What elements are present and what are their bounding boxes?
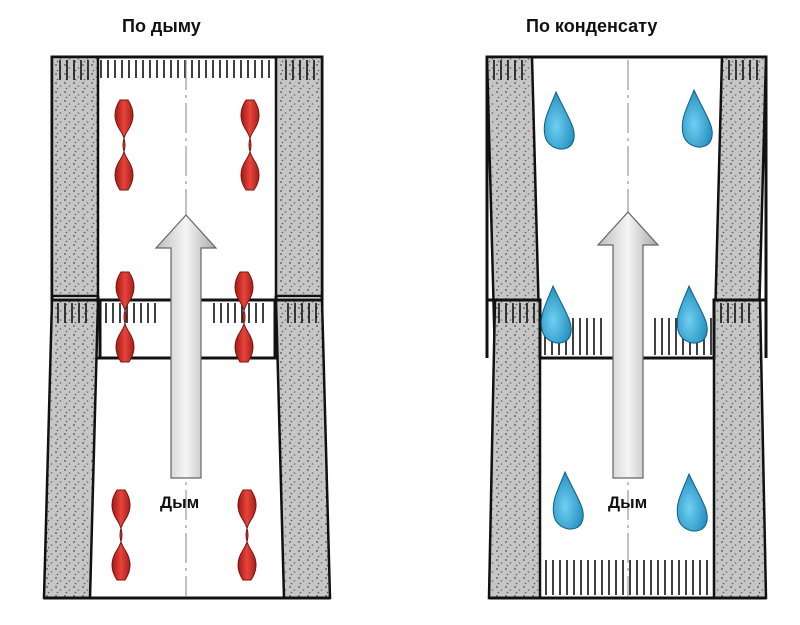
insulation-hatch-bottom xyxy=(545,560,708,595)
smoke-flow-arrow xyxy=(596,211,660,479)
lower-right-wall xyxy=(712,298,768,600)
upper-right-wall xyxy=(274,55,324,298)
water-drop-icon xyxy=(552,470,584,530)
water-drop-icon xyxy=(540,284,572,344)
insulation-hatch-joint xyxy=(57,303,317,323)
insulation-hatch-top xyxy=(493,60,758,80)
water-drop-icon xyxy=(543,90,575,150)
heat-wave-icons xyxy=(111,99,260,581)
insulation-hatch-top xyxy=(59,60,315,80)
upper-left-wall xyxy=(50,55,100,298)
water-drop-icon xyxy=(676,284,708,344)
heat-wave-icon xyxy=(240,99,260,191)
water-drop-icon xyxy=(681,88,713,148)
water-drop-icons xyxy=(540,88,713,532)
diagram-condensate: Дым xyxy=(485,55,768,600)
lower-left-wall xyxy=(487,298,542,600)
diagram-smoke: Дым xyxy=(42,55,332,600)
diagram-title-smoke: По дыму xyxy=(122,16,201,36)
lower-right-wall xyxy=(274,298,332,600)
pipe-outline xyxy=(485,55,768,358)
heat-wave-icon xyxy=(111,489,131,581)
diagram-title-condensate: По конденсату xyxy=(526,16,658,36)
smoke-flow-arrow xyxy=(154,214,218,479)
water-drop-icon xyxy=(676,472,708,532)
heat-wave-icon xyxy=(115,271,135,363)
smoke-label: Дым xyxy=(608,493,647,512)
lower-left-wall xyxy=(42,298,100,600)
heat-wave-icon xyxy=(114,99,134,191)
heat-wave-icon xyxy=(234,271,254,363)
heat-wave-icon xyxy=(237,489,257,581)
smoke-label: Дым xyxy=(160,493,199,512)
